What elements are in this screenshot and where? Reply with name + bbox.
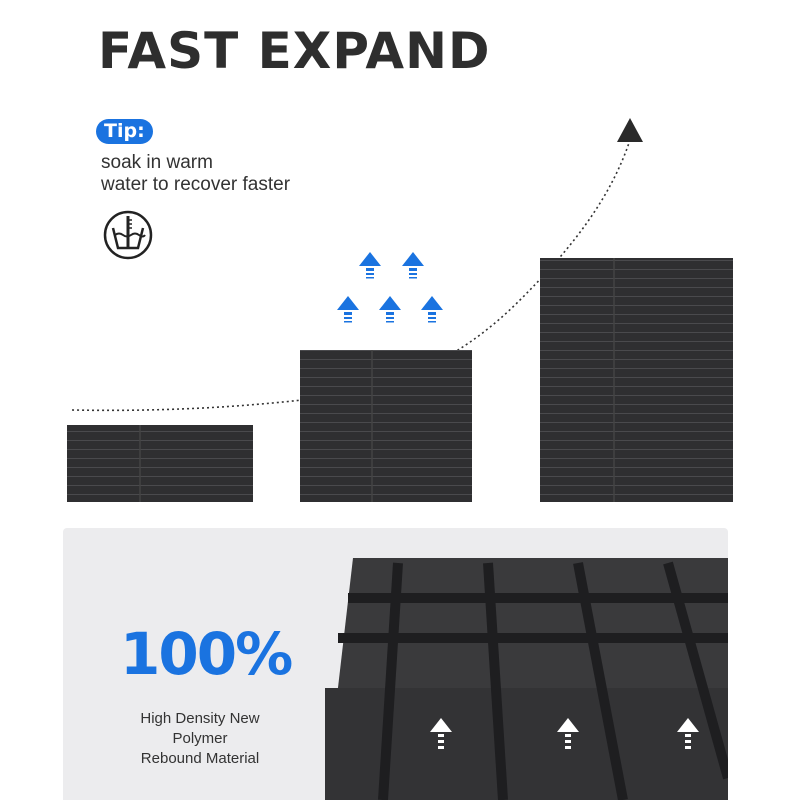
blue-up-arrows-icon xyxy=(337,252,443,323)
foam-stack-fully-expanded xyxy=(540,258,733,502)
foam-closeup-photo xyxy=(325,558,728,800)
material-line-1: High Density New xyxy=(140,710,260,727)
density-percent: 100% xyxy=(120,620,293,688)
foam-expansion-illustration xyxy=(67,118,733,502)
material-line-3: Rebound Material xyxy=(140,750,260,767)
white-up-arrows-icon xyxy=(430,718,699,749)
page-title: FAST EXPAND xyxy=(98,22,491,80)
feature-panel xyxy=(63,528,728,800)
tip-text: soak in warm water to recover faster xyxy=(101,152,290,196)
material-description: High Density New Polymer Rebound Materia… xyxy=(110,709,290,769)
tip-badge: Tip: xyxy=(96,119,153,144)
tip-line-2: water to recover faster xyxy=(101,174,291,195)
tip-line-1: soak in warm xyxy=(101,152,213,173)
foam-stack-compressed xyxy=(67,425,253,502)
hand-wash-warm-water-icon xyxy=(103,210,153,260)
foam-stack-half-expanded xyxy=(300,350,472,502)
material-line-2: Polymer xyxy=(172,730,228,747)
growth-arrow-icon xyxy=(617,118,643,142)
